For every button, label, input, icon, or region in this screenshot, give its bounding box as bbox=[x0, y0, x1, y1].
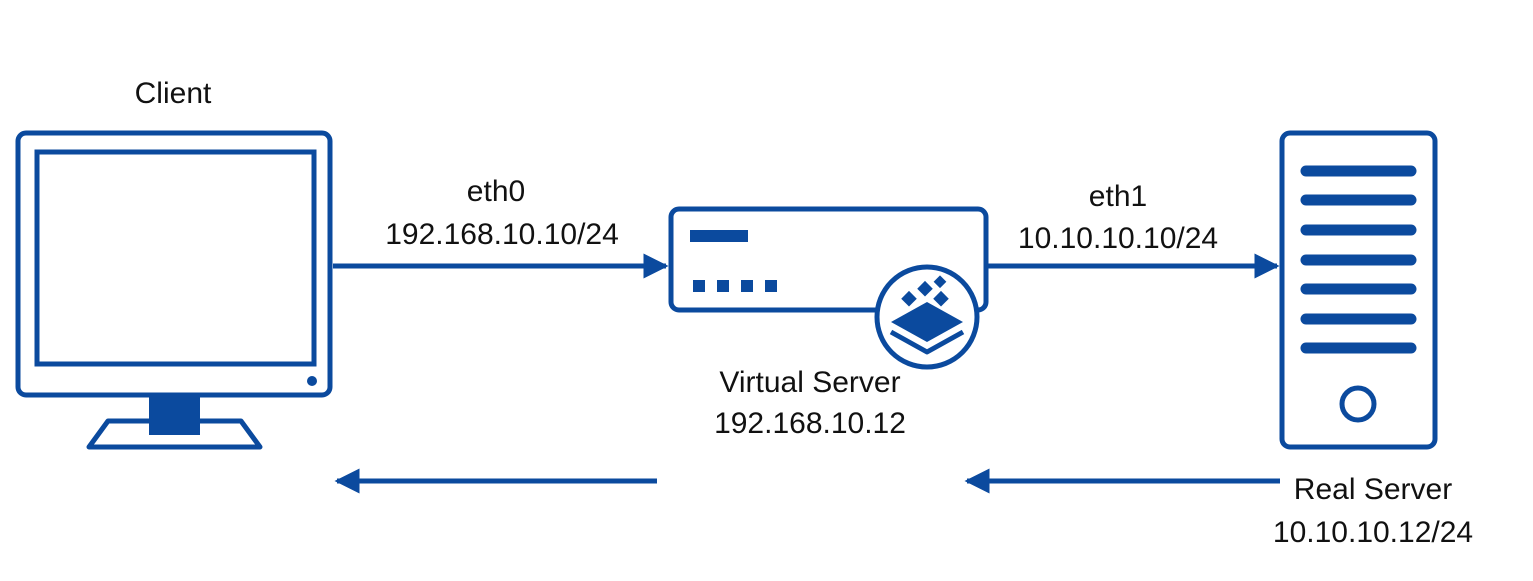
client-label: Client bbox=[135, 77, 212, 110]
eth1-name: eth1 bbox=[1089, 180, 1147, 213]
desktop-monitor-icon bbox=[15, 130, 333, 450]
eth0-ip: 192.168.10.10/24 bbox=[385, 218, 619, 251]
eth1-ip: 10.10.10.10/24 bbox=[1018, 222, 1218, 255]
real-server-label: Real Server bbox=[1294, 473, 1452, 506]
eth0-name: eth0 bbox=[467, 175, 525, 208]
load-balancer-appliance-icon bbox=[668, 206, 989, 313]
virtual-server-label: Virtual Server bbox=[719, 366, 900, 399]
stacked-layers-icon bbox=[874, 264, 980, 370]
real-server-ip: 10.10.10.12/24 bbox=[1273, 516, 1473, 549]
virtual-server-ip: 192.168.10.12 bbox=[714, 407, 906, 440]
tower-server-icon bbox=[1279, 130, 1438, 450]
